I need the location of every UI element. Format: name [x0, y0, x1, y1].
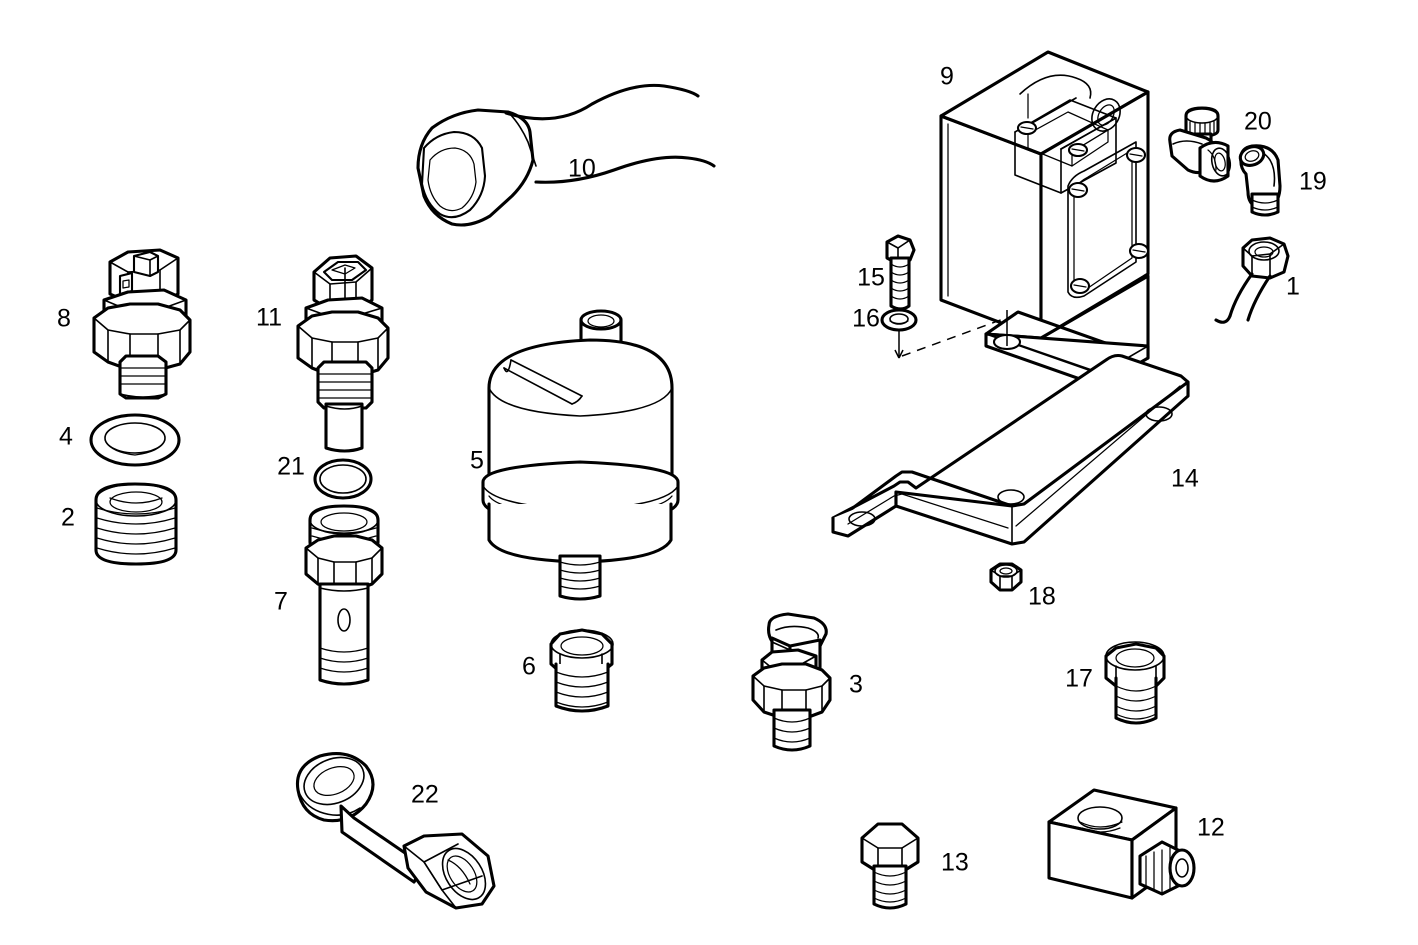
callout-label-17: 17: [1065, 665, 1093, 693]
callout-label-4: 4: [59, 423, 73, 451]
part-5-pressure-sender: [481, 309, 680, 601]
callout-label-14: 14: [1171, 465, 1199, 493]
callout-label-13: 13: [941, 849, 969, 877]
callout-label-5: 5: [470, 447, 484, 475]
part-4-sealing-washer: [89, 413, 181, 467]
part-15-hex-bolt: [885, 234, 916, 311]
part-8-temperature-switch: [92, 248, 192, 400]
callout-label-8: 8: [57, 305, 71, 333]
callout-label-21: 21: [277, 453, 305, 481]
callout-label-6: 6: [522, 653, 536, 681]
part-20-test-valve: [1168, 106, 1232, 183]
part-2-threaded-bushing: [94, 482, 178, 566]
callout-label-10: 10: [568, 155, 596, 183]
part-1-hose-with-union-nut: [1214, 236, 1290, 324]
part-14-mounting-bracket: [831, 353, 1190, 546]
callout-label-16: 16: [852, 305, 880, 333]
part-16-flat-washer: [880, 308, 918, 332]
callout-label-22: 22: [411, 781, 439, 809]
callout-labels: 2 4 8 11 21 7 10 5 6 3 22 9 15 16 20 19 …: [57, 63, 1327, 877]
callout-label-7: 7: [274, 588, 288, 616]
callout-label-2: 2: [61, 504, 75, 532]
part-13-sealing-plug: [860, 822, 920, 910]
part-21-o-ring: [313, 458, 373, 500]
part-3-pressure-switch: [751, 612, 832, 752]
callout-label-12: 12: [1197, 814, 1225, 842]
part-10-sensor-with-cable: [416, 83, 716, 227]
callout-label-3: 3: [849, 671, 863, 699]
part-17-reducer-fitting: [1104, 641, 1166, 725]
part-6-threaded-adapter-nipple: [549, 628, 614, 713]
part-9-control-unit: [939, 50, 1150, 388]
part-19-elbow-fitting: [1238, 144, 1282, 217]
part-12-distribution-block: [1047, 788, 1196, 900]
callout-label-9: 9: [940, 63, 954, 91]
assembly-leader-bolt-to-foot: [894, 310, 1008, 359]
part-11-temperature-sender: [296, 254, 390, 453]
callout-label-20: 20: [1244, 108, 1272, 136]
callout-label-1: 1: [1286, 273, 1300, 301]
callout-label-19: 19: [1299, 168, 1327, 196]
part-18-hex-nut: [989, 562, 1023, 592]
part-7-hollow-banjo-screw: [304, 504, 384, 686]
callout-label-11: 11: [256, 304, 282, 332]
part-22-banjo-bolt: [295, 752, 496, 910]
callout-label-18: 18: [1028, 583, 1056, 611]
callout-label-15: 15: [857, 264, 885, 292]
